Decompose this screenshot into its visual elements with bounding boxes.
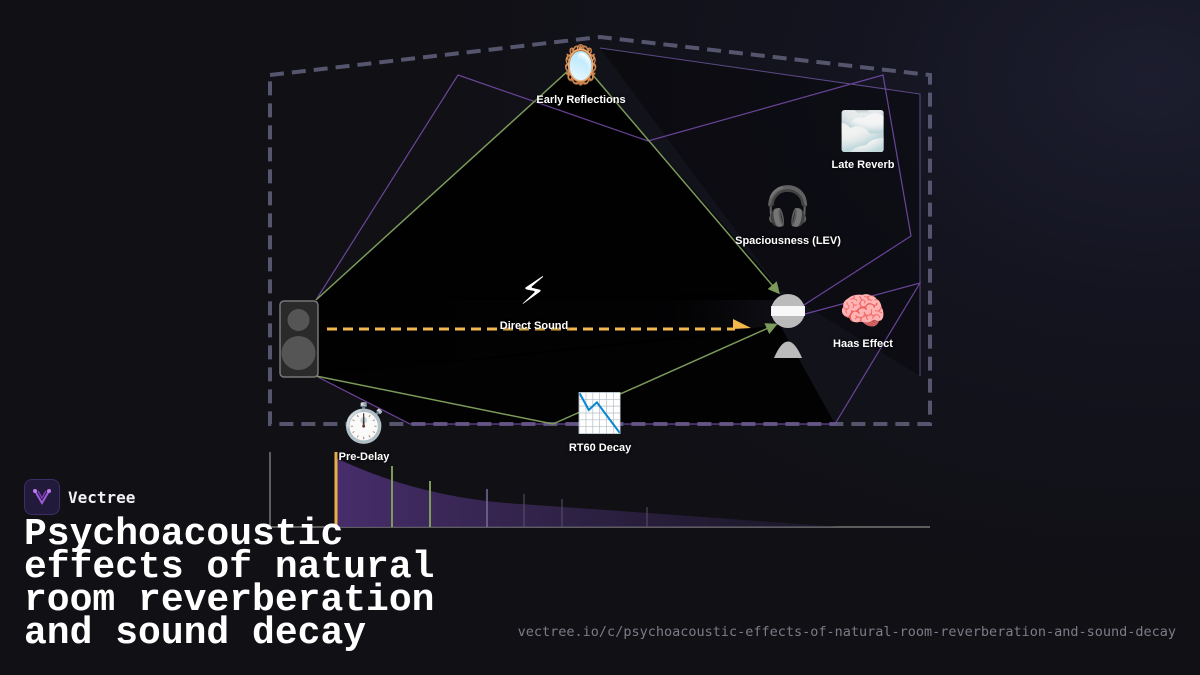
spaciousness-label: Spaciousness (LEV) <box>735 235 841 247</box>
room-outline <box>268 34 932 426</box>
late-reverb-shade <box>600 48 920 376</box>
haas-effect-label: Haas Effect <box>833 338 893 350</box>
brand-name: Vectree <box>68 487 136 507</box>
page-title: Psychoacoustic effects of natural room r… <box>24 513 435 655</box>
mirror-icon: 🪞 <box>557 43 605 87</box>
direct-sound-label: Direct Sound <box>499 320 569 332</box>
vectree-logo-icon <box>24 479 60 515</box>
direct-sound-arrowhead <box>733 319 751 329</box>
direct-beam <box>316 293 780 376</box>
early-reflection-path-lower <box>315 323 778 425</box>
brain-icon: 🧠 <box>839 289 887 333</box>
late-reverb-label: Late Reverb <box>831 159 895 171</box>
rt60-decay-label: RT60 Decay <box>568 442 632 454</box>
late-reverb-path-lower <box>315 282 922 425</box>
late-reverb-path <box>315 74 912 315</box>
stopwatch-icon: ⏱️ <box>340 401 388 445</box>
brand: Vectree <box>24 479 135 515</box>
lightning-icon: ⚡ <box>519 269 547 313</box>
headphones-icon: 🎧 <box>764 184 812 228</box>
decay-plot <box>269 452 930 528</box>
chart-decreasing-icon: 📉 <box>576 391 624 435</box>
speaker-icon <box>279 300 319 378</box>
late-reverb-path-back <box>599 47 921 376</box>
pre-delay-label: Pre-Delay <box>338 451 390 463</box>
listener-icon <box>771 294 805 358</box>
reflection-cone-upper <box>316 60 780 300</box>
source-url[interactable]: vectree.io/c/psychoacoustic-effects-of-n… <box>517 624 1176 640</box>
reflection-cone-lower <box>316 325 835 424</box>
fog-icon: 🌫️ <box>839 109 887 153</box>
early-reflections-label: Early Reflections <box>536 94 626 106</box>
early-reflection-path-upper <box>315 58 780 301</box>
